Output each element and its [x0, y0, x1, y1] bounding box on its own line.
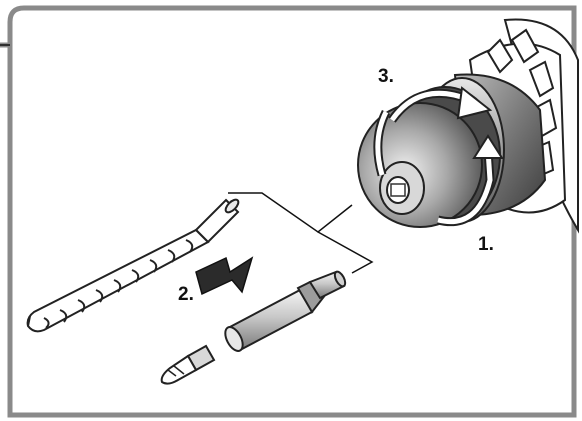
step-label-3: 3. [378, 66, 394, 87]
step-label-2: 2. [178, 284, 194, 305]
step-label-1: 1. [478, 234, 494, 255]
